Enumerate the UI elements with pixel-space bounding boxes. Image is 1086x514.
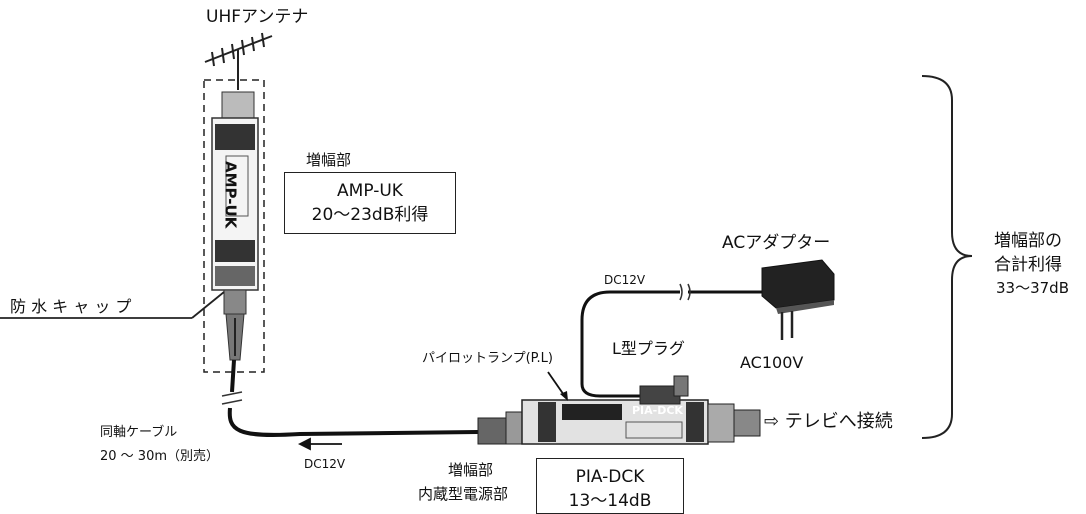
ac-adapter-label: ACアダプター: [722, 233, 831, 253]
dc12v-bottom-label: DC12V: [304, 457, 346, 471]
total-gain-line-1: 増幅部の: [994, 231, 1062, 251]
amp-box-model: AMP-UK: [337, 181, 403, 201]
pia-dck-device: [521, 399, 761, 445]
amp-uk-spec-box: AMP-UK 20〜23dB利得: [284, 172, 456, 234]
uhf-antenna-icon: [204, 32, 273, 90]
dc12v-top-label: DC12V: [604, 273, 646, 287]
total-gain-line-3: 33〜37dB: [996, 279, 1069, 297]
amp-box-gain: 20〜23dB利得: [311, 205, 429, 225]
l-plug-label: L型プラグ: [612, 339, 685, 358]
total-gain-line-2: 合計利得: [994, 255, 1062, 275]
power-unit-label-1: 増幅部: [448, 461, 494, 479]
dc-flow-arrow: [297, 437, 342, 451]
pia-box-model: PIA-DCK: [575, 467, 645, 487]
pilot-lamp-label: パイロットランプ(P.L): [422, 351, 553, 366]
power-unit-label-2: 内蔵型電源部: [418, 485, 509, 503]
coax-cable: [227, 359, 479, 437]
uhf-antenna-label: UHFアンテナ: [206, 7, 309, 27]
amp-uk-device: [211, 91, 259, 361]
ac100v-label: AC100V: [740, 353, 804, 372]
pia-box-gain: 13〜14dB: [568, 491, 652, 511]
coax-cable-label: 同軸ケーブル: [100, 425, 178, 440]
tv-connect-label: ⇨ テレビへ接続: [764, 411, 893, 432]
amp-device-label: AMP-UK: [221, 160, 240, 229]
amp-enclosure-dashed: [203, 79, 265, 373]
pia-device-label: PIA-DCK: [632, 404, 683, 417]
ac-adapter-icon: [761, 259, 835, 340]
total-gain-brace: [921, 75, 973, 439]
coax-length-label: 20 〜 30m（別売）: [100, 449, 220, 464]
amp-unit-heading: 増幅部: [306, 151, 352, 169]
waterproof-cap-label: 防 水 キ ャ ッ プ: [10, 297, 132, 316]
pia-dck-spec-box: PIA-DCK 13〜14dB: [536, 458, 684, 514]
